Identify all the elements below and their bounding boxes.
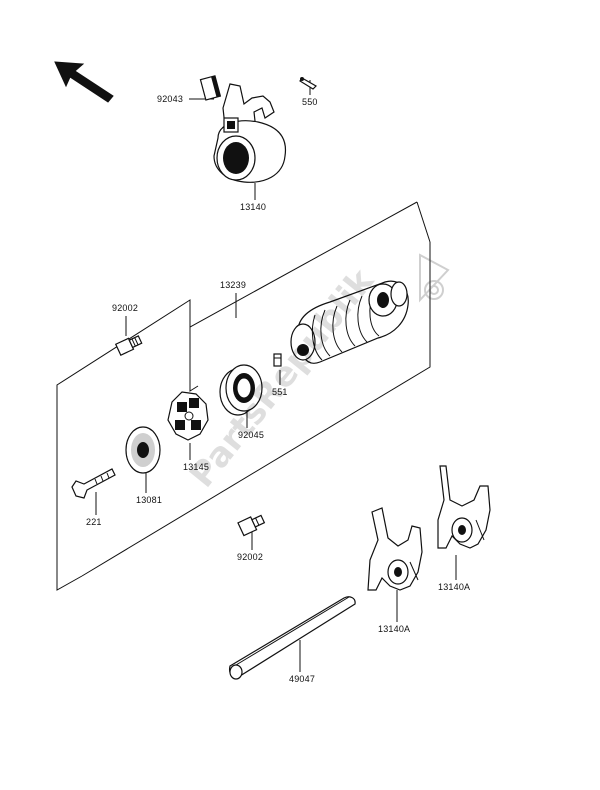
label-92002-top: 92002 [112, 303, 139, 313]
gear-icon [419, 253, 450, 303]
star-cam-13145 [167, 391, 209, 441]
holder-plate-13081 [125, 426, 161, 474]
bolt-92002-bottom [237, 514, 266, 537]
label-551: 551 [272, 387, 288, 397]
shift-fork-13140A-right [437, 465, 491, 549]
label-13140A-right: 13140A [438, 582, 471, 592]
shift-fork-13140A-left [367, 507, 423, 591]
label-92045: 92045 [238, 430, 265, 440]
label-221: 221 [86, 517, 102, 527]
label-550: 550 [302, 97, 318, 107]
label-92002-bottom: 92002 [237, 552, 264, 562]
bolt-92002-top [114, 335, 143, 356]
assembly-frame [56, 201, 431, 591]
screw-221 [71, 468, 116, 499]
cotter-pin-550 [299, 77, 317, 90]
pin-551 [273, 353, 282, 367]
label-13081: 13081 [136, 495, 163, 505]
label-13140: 13140 [240, 202, 267, 212]
label-13145: 13145 [183, 462, 210, 472]
label-13239: 13239 [220, 280, 247, 290]
shift-drum-13239 [290, 280, 409, 364]
label-49047: 49047 [289, 674, 316, 684]
front-arrow-icon [54, 61, 114, 103]
label-92043: 92043 [157, 94, 184, 104]
shaft-49047 [229, 596, 356, 680]
shift-fork-13140 [213, 83, 287, 183]
bearing-92045 [219, 364, 263, 416]
pin-92043 [199, 75, 222, 101]
label-13140A-left: 13140A [378, 624, 411, 634]
